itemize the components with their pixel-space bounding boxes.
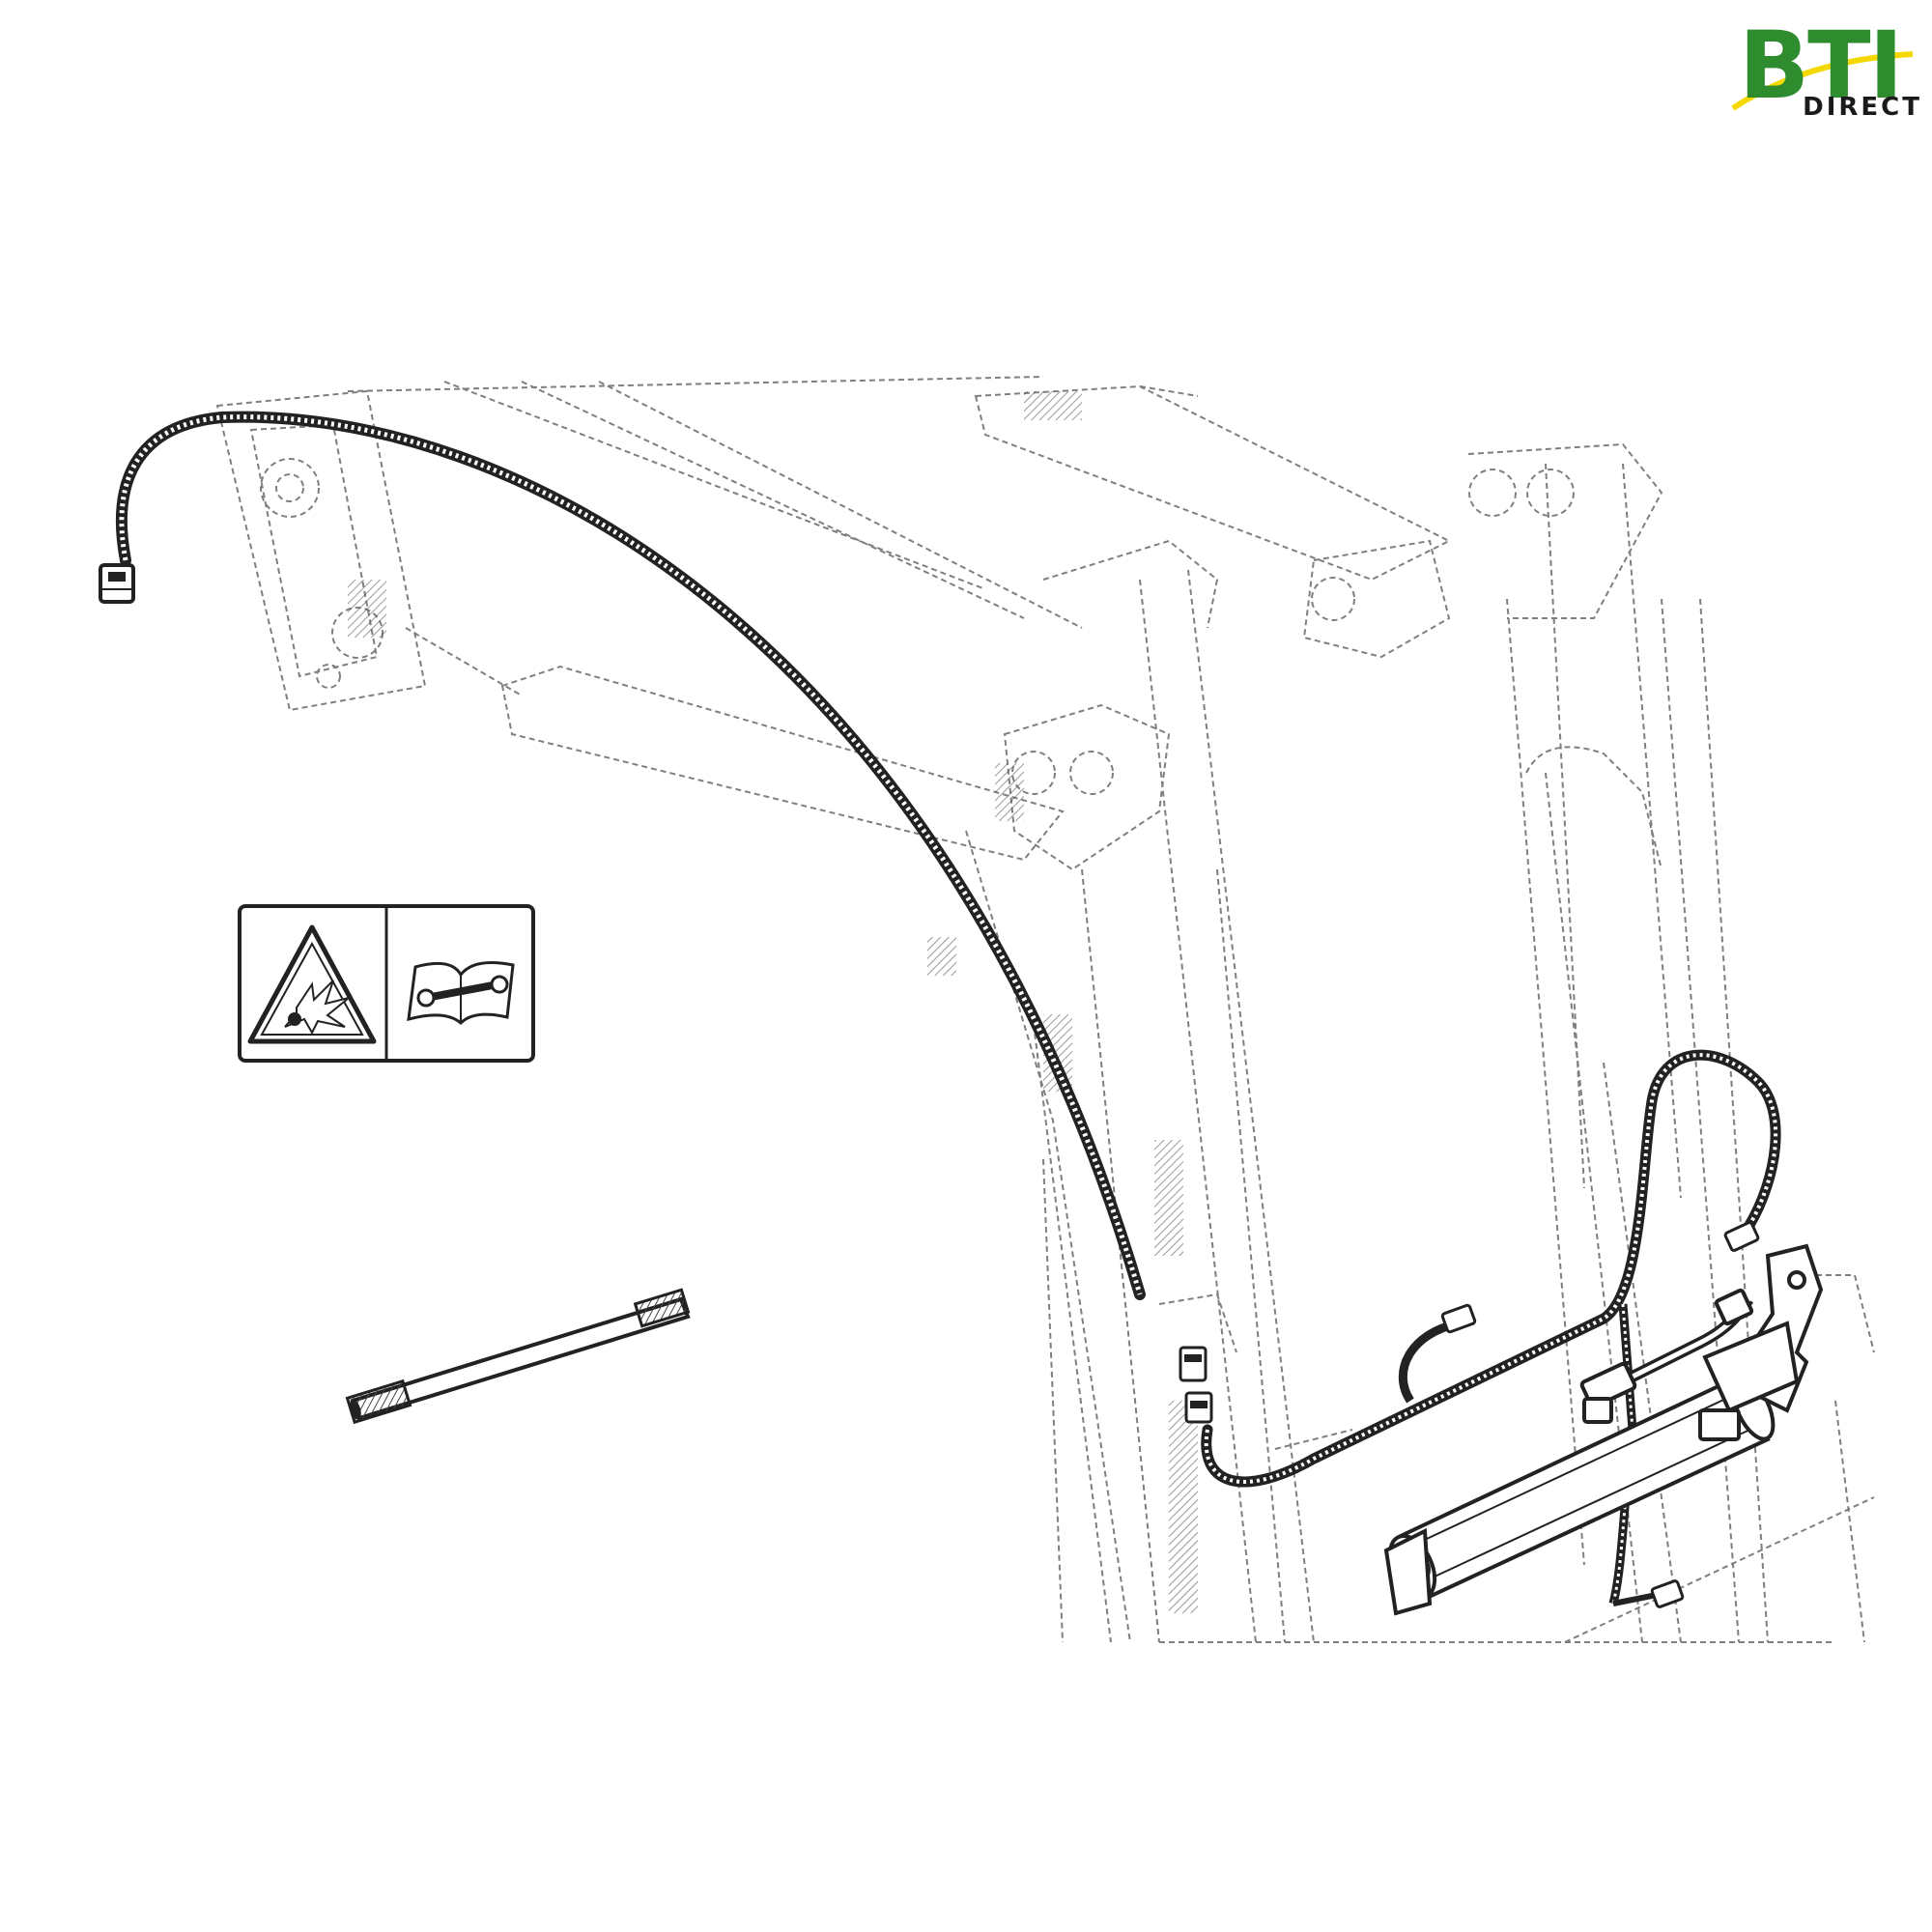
short-harness-connectors	[1440, 1221, 1760, 1608]
harness-connector-mid	[1179, 1346, 1213, 1424]
manual-wrench-icon	[407, 961, 515, 1026]
wiring-harness-long	[115, 411, 1146, 1300]
logo-swoosh-icon	[1731, 51, 1914, 111]
threaded-rod	[345, 1288, 691, 1425]
explosion-warning-icon	[247, 924, 377, 1044]
logo-subtext: DIRECT	[1803, 93, 1922, 122]
loader-frame-outline	[215, 376, 1875, 1643]
safety-decal	[238, 904, 535, 1063]
harness-connector-top	[99, 563, 135, 604]
bti-direct-logo: BTI DIRECT	[1719, 19, 1922, 126]
logo-text: BTI	[1739, 12, 1903, 120]
hydraulic-accumulator	[1383, 1243, 1824, 1616]
frame-hatching	[348, 391, 1198, 1613]
